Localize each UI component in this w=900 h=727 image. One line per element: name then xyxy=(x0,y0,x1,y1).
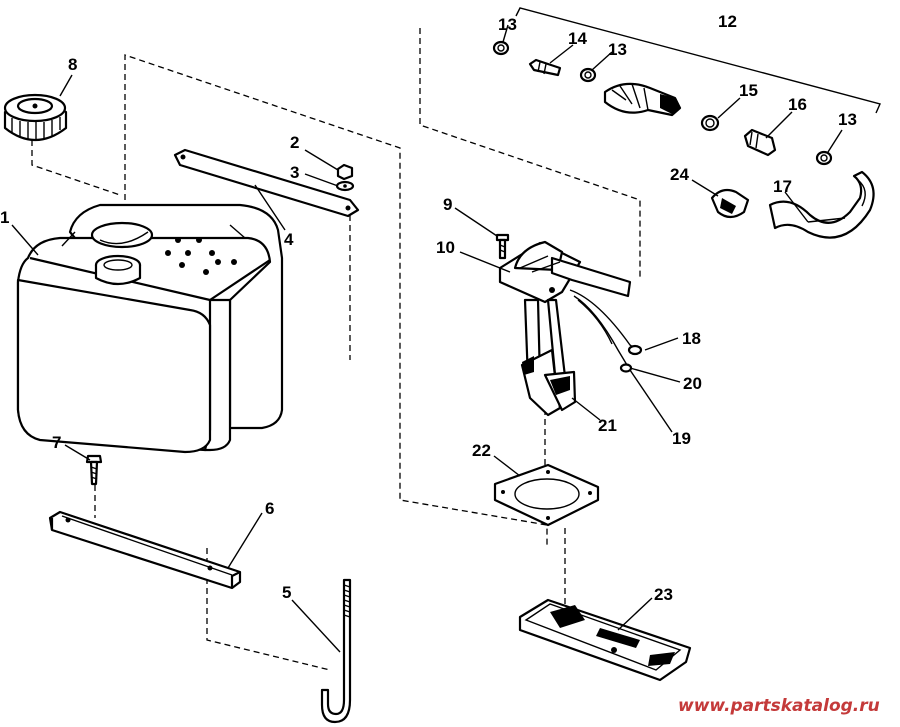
fuel-hose xyxy=(768,170,875,239)
screw xyxy=(85,454,103,486)
callout-19: 19 xyxy=(672,429,691,448)
callout-8: 8 xyxy=(68,55,77,74)
callout-13c: 13 xyxy=(838,110,857,129)
leader-lines xyxy=(11,24,846,653)
callout-6: 6 xyxy=(265,499,274,518)
callout-18: 18 xyxy=(682,329,701,348)
j-bolt xyxy=(320,578,352,724)
callout-12: 12 xyxy=(718,12,737,31)
gasket xyxy=(493,463,600,527)
mounting-bracket xyxy=(48,510,242,590)
fuel-tank xyxy=(16,203,284,454)
callout-14: 14 xyxy=(568,29,587,48)
callout-17: 17 xyxy=(773,177,792,196)
callout-20: 20 xyxy=(683,374,702,393)
callout-23: 23 xyxy=(654,585,673,604)
primer-bulb xyxy=(603,82,682,117)
callout-22: 22 xyxy=(472,441,491,460)
callout-5: 5 xyxy=(282,583,291,602)
nut-and-washer xyxy=(335,163,355,192)
pickup-screw xyxy=(495,233,510,260)
callout-21: 21 xyxy=(598,416,617,435)
kit-bracket xyxy=(515,7,881,114)
callout-16: 16 xyxy=(788,95,807,114)
callout-13a: 13 xyxy=(498,15,517,34)
callout-10: 10 xyxy=(436,238,455,257)
callout-13b: 13 xyxy=(608,40,627,59)
fuel-cap xyxy=(3,93,68,141)
callout-4: 4 xyxy=(284,230,294,249)
callout-1: 1 xyxy=(0,208,9,227)
gauge-plate xyxy=(518,598,692,682)
hose-clamp xyxy=(710,188,750,219)
line-fittings xyxy=(492,40,833,166)
callout-3: 3 xyxy=(290,163,299,182)
callout-15: 15 xyxy=(739,81,758,100)
callout-9: 9 xyxy=(443,195,452,214)
callout-numbers: 1 2 3 4 5 6 7 8 9 10 12 13 13 13 14 15 1… xyxy=(0,12,857,604)
callout-7: 7 xyxy=(52,433,61,452)
hold-down-strap xyxy=(173,148,360,218)
fuel-pickup-assembly xyxy=(498,240,643,417)
callout-2: 2 xyxy=(290,133,299,152)
watermark-text: www.partskatalog.ru xyxy=(678,696,880,716)
callout-24: 24 xyxy=(670,165,689,184)
